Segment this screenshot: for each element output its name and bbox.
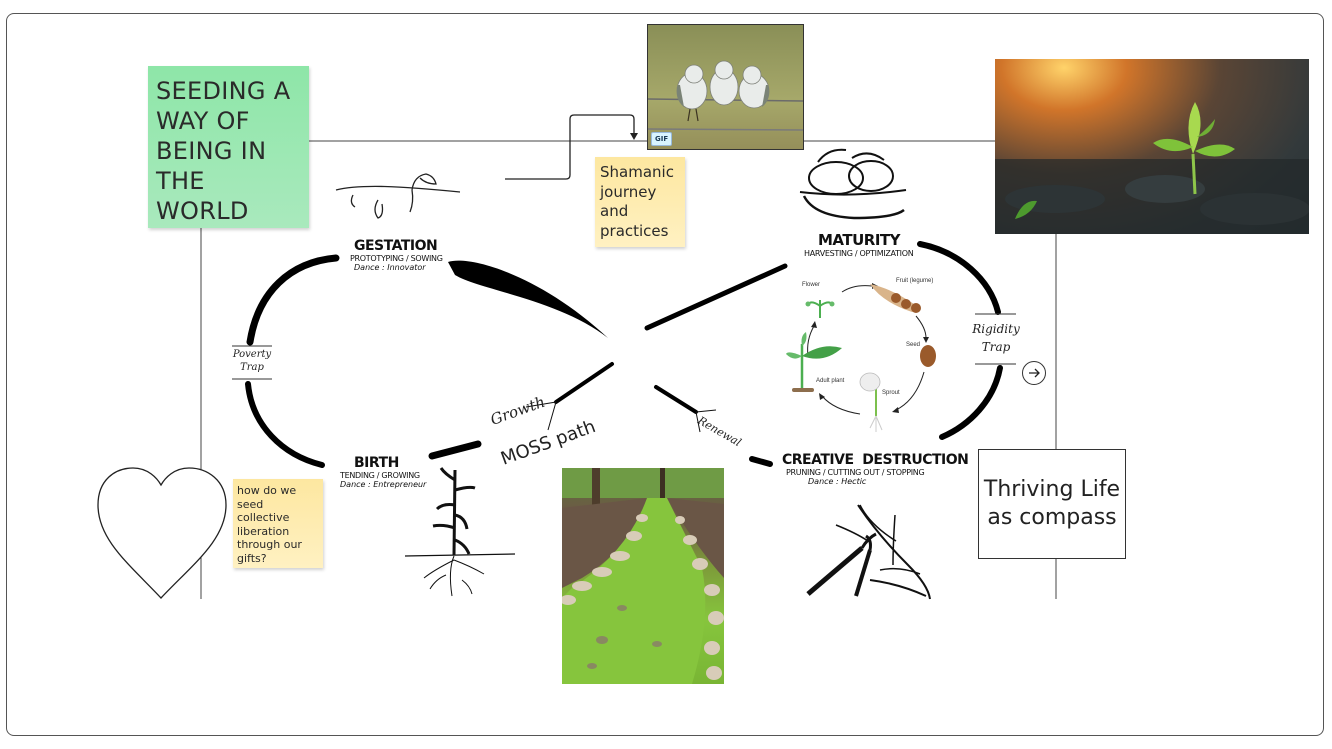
birth-subtitle: TENDING / GROWING [340,471,420,480]
lifecycle-label-adult-plant: Adult plant [816,378,845,384]
title-sticky-note[interactable]: SEEDING A WAY OF BEING IN THE WORLD [148,66,309,228]
loop-stroke-birth-left [245,381,325,468]
compass-box-text: Thriving Life as compass [983,477,1121,530]
loop-stroke-renewal [654,385,698,414]
loop-stroke-gestation-left [246,254,340,346]
arrow-right-icon [1029,368,1040,378]
lifecycle-label-flower: Flower [802,282,821,288]
maturity-subtitle: HARVESTING / OPTIMIZATION [804,249,914,258]
stage-maturity: MATURITY HARVESTING / OPTIMIZATION [804,231,934,258]
birds-illustration [648,60,803,131]
loop-stroke-birth-right [428,440,482,460]
creative-destruction-dance: Dance : Hectic [808,477,867,486]
seedling-illustration [995,102,1309,234]
rigidity-trap-label: Rigidity Trap [972,322,1020,354]
maturity-title: MATURITY [818,231,901,249]
seedling-photo[interactable] [995,59,1309,234]
shamanic-note-text: Shamanic journey and practices [600,163,674,240]
gestation-subtitle: PROTOTYPING / SOWING [350,254,443,263]
stage-gestation: GESTATION PROTOTYPING / SOWING Dance : I… [350,238,454,272]
plant-lifecycle-diagram: Flower Fruit (legume) Seed Sprout Adult … [784,276,944,436]
loop-stroke-maturity-left [644,263,788,331]
next-button[interactable] [1022,361,1046,385]
thriving-life-compass-box[interactable]: Thriving Life as compass [978,449,1126,559]
gif-badge: GIF [651,132,673,146]
lifecycle-label-fruit: Fruit (legume) [896,278,934,284]
gestation-dance: Dance : Innovator [354,263,426,272]
moss-path-photo[interactable] [562,468,724,684]
birds-gif-image[interactable]: GIF [647,24,804,150]
lifecycle-label-seed: Seed [906,342,921,348]
destruction-sketch [806,504,931,600]
shamanic-sticky-note[interactable]: Shamanic journey and practices [595,157,685,247]
title-note-text: SEEDING A WAY OF BEING IN THE WORLD [156,77,291,225]
gestation-sketch [335,173,461,219]
renewal-arrow-icon [695,409,717,433]
loop-stroke-growth [554,362,614,404]
growth-arrow-icon [525,401,557,431]
moss-illustration [562,468,724,684]
loop-stroke-maturity-right [917,241,1001,315]
question-sticky-note[interactable]: how do we seed collective liberation thr… [233,479,323,568]
elbow-connector-arrow [505,114,635,180]
birth-title: BIRTH [354,455,399,471]
heart-shape [97,467,227,599]
loop-stroke-destruction-left [749,456,773,467]
creative-destruction-subtitle: PRUNING / CUTTING OUT / STOPPING [786,468,925,477]
birth-dance: Dance : Entrepreneur [340,480,427,489]
arrowhead-icon [630,133,638,140]
birth-sketch [404,467,516,597]
question-note-text: how do we seed collective liberation thr… [237,484,302,565]
gestation-title: GESTATION [354,238,438,254]
stage-creative-destruction: CREATIVE DESTRUCTION PRUNING / CUTTING O… [782,452,969,486]
lifecycle-label-sprout: Sprout [882,390,900,396]
creative-destruction-title: CREATIVE DESTRUCTION [782,452,969,468]
stage-birth: BIRTH TENDING / GROWING Dance : Entrepre… [340,455,450,489]
maturity-sketch [799,148,907,220]
loop-stroke-destruction-right [939,365,1003,440]
loop-stroke-gestation-right [448,260,608,338]
lifecycle-illustration [786,283,936,432]
poverty-trap-label: Poverty Trap [232,349,272,373]
